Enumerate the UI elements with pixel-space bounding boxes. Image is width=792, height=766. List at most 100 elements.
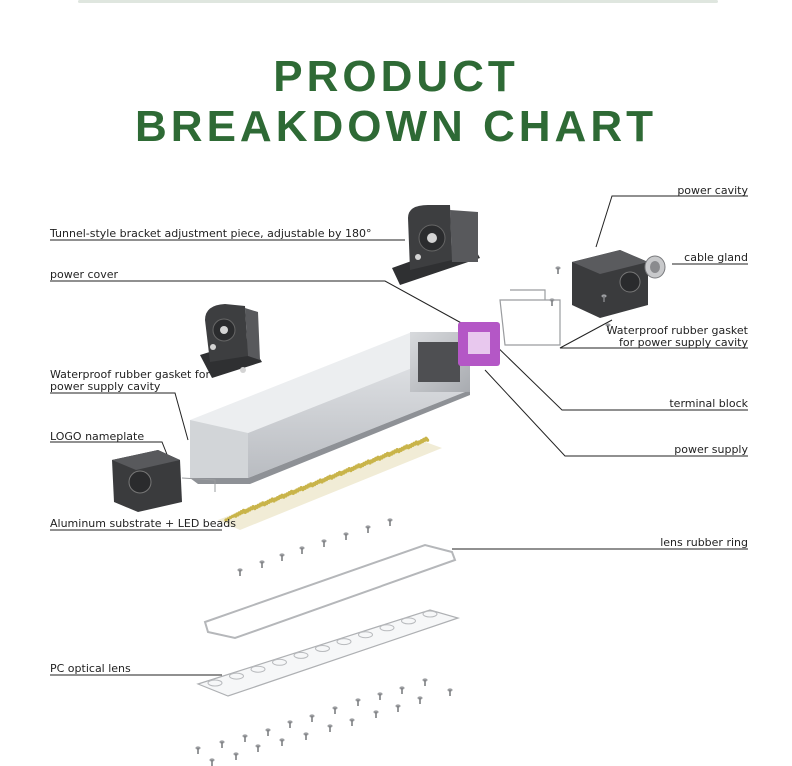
label-gasket-right-2: for power supply cavity [618,336,748,349]
screw [265,728,271,736]
screw [255,744,261,752]
screw [395,704,401,712]
tunnel-bracket-upper [392,205,480,285]
screw [417,696,423,704]
led-bead [261,501,265,505]
led-bead [338,470,342,474]
led-bead [395,448,399,452]
led-bead [414,440,418,444]
screw [343,532,349,540]
screws [195,266,611,766]
lens-element [250,665,266,673]
label-power-cover: power cover [50,268,119,281]
led-bead [251,505,255,509]
label-pc-optical-lens: PC optical lens [50,662,131,675]
label-gasket-left-1: Waterproof rubber gasket for [50,368,210,381]
screw [365,525,371,533]
label-tunnel-bracket: Tunnel-style bracket adjustment piece, a… [50,227,372,240]
led-bead [357,463,361,467]
screw [601,294,607,302]
led-bead [424,436,428,440]
lens-rubber-ring [203,543,457,640]
top-divider [78,0,718,3]
aluminum-housing [190,332,470,484]
led-bead [270,497,274,501]
cable-gland [644,255,666,279]
label-gasket-right-1: Waterproof rubber gasket [606,324,748,337]
power-cavity [572,250,648,318]
end-cap-left [112,450,216,512]
screw [422,678,428,686]
screw [237,568,243,576]
led-bead [280,493,284,497]
screw [309,714,315,722]
led-bead [318,478,322,482]
page-title-line1: PRODUCT [273,52,519,101]
led-bead [366,459,370,463]
leader-terminal-block [489,339,748,411]
pc-optical-lens [196,609,461,697]
led-bead [290,489,294,493]
leader-gasket-left [50,392,189,441]
lens-element [401,617,416,625]
screw [387,518,393,526]
lens-element [293,651,309,659]
page-title-line2: BREAKDOWN CHART [135,102,657,151]
label-cable-gland: cable gland [684,251,748,264]
leader-power-cover [50,280,466,326]
label-power-cavity: power cavity [677,184,748,197]
screw [332,706,338,714]
label-gasket-left-2: power supply cavity [50,380,161,393]
screw [321,539,327,547]
screw [349,718,355,726]
led-bead [347,467,351,471]
lens-element [315,645,330,652]
lens-elements [207,610,438,687]
screw [195,746,201,754]
led-bead [376,455,380,459]
screw [242,734,248,742]
screw [555,266,561,274]
screw [549,298,555,306]
leader-power-supply [484,369,748,457]
lens-element [207,679,223,687]
label-lens-rubber-ring: lens rubber ring [660,536,748,549]
tunnel-bracket-left [200,304,262,378]
screw [279,738,285,746]
screw [355,698,361,706]
screw [377,692,383,700]
screw [279,553,285,561]
lens-element [336,638,352,646]
screw [303,732,309,740]
screw [447,688,453,696]
label-power-supply: power supply [674,443,748,456]
led-bead [299,486,303,490]
lens-element [422,610,438,618]
led-bead [309,482,313,486]
led-bead [386,451,390,455]
lens-element [379,624,395,632]
screw [373,710,379,718]
screw [605,323,611,331]
leader-power-cavity [595,195,748,248]
led-bead [328,474,332,478]
label-aluminum-substrate: Aluminum substrate + LED beads [50,517,237,530]
screw [219,740,225,748]
lens-element [358,631,373,639]
terminal-block [458,322,500,366]
led-board [218,436,442,530]
screw [259,560,265,568]
screw [327,724,333,732]
label-logo-nameplate: LOGO nameplate [50,430,145,443]
lens-element [229,672,244,680]
screw [399,686,405,694]
leader-gasket-right [559,319,748,349]
lens-element [272,658,287,666]
screw [209,758,215,766]
label-terminal-block: terminal block [669,397,748,410]
led-beads [224,436,430,522]
screw [233,752,239,760]
power-supply-frame [499,289,561,346]
screw [299,546,305,554]
